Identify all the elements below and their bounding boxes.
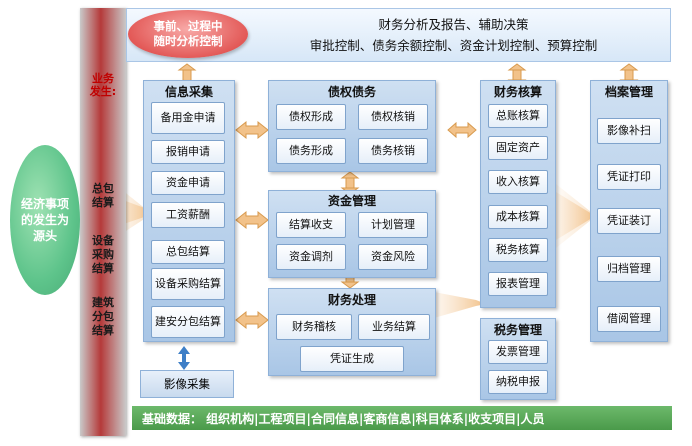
image-capture-box[interactable]: 影像采集 <box>140 370 234 398</box>
accounting-title: 财务核算 <box>493 84 542 99</box>
archive-filing[interactable]: 归档管理 <box>597 256 661 282</box>
fund-management-title: 资金管理 <box>327 193 376 208</box>
info-item-equipment-purchase[interactable]: 设备采购结算 <box>151 268 225 300</box>
plan-management[interactable]: 计划管理 <box>358 212 428 238</box>
top-box-line1: 财务分析及报告、辅助决策 <box>378 17 529 32</box>
basic-data-bar: 基础数据： 组织机构|工程项目|合同信息|客商信息|科目体系|收支项目|人员 <box>132 406 672 430</box>
cost-accounting[interactable]: 成本核算 <box>488 205 548 229</box>
top-box-line2: 审批控制、债务余额控制、资金计划控制、预算控制 <box>309 38 598 53</box>
borrow-management[interactable]: 借阅管理 <box>597 306 661 332</box>
debt-formation[interactable]: 债务形成 <box>276 138 346 164</box>
info-item-general-contract[interactable]: 总包结算 <box>151 240 225 264</box>
settlement-income-expense[interactable]: 结算收支 <box>276 212 346 238</box>
construction-subcontract-label: 建筑 分包 结算 <box>92 296 114 337</box>
source-oval-text: 经济事项的发生为源头 <box>20 197 69 243</box>
business-settlement[interactable]: 业务结算 <box>358 314 430 340</box>
claims-debts-title: 债权债务 <box>327 84 376 99</box>
general-ledger[interactable]: 总账核算 <box>488 104 548 128</box>
report-management[interactable]: 报表管理 <box>488 272 548 296</box>
voucher-generation[interactable]: 凭证生成 <box>300 346 404 372</box>
info-item-reimbursement[interactable]: 报销申请 <box>151 140 225 164</box>
tax-accounting[interactable]: 税务核算 <box>488 238 548 262</box>
archive-management-title: 档案管理 <box>604 84 653 99</box>
general-contract-label: 总包 结算 <box>92 182 114 209</box>
imaging-arrow <box>178 346 190 370</box>
processing-fan-arrow <box>434 292 486 318</box>
source-oval: 经济事项的发生为源头 <box>10 145 80 295</box>
tax-filing[interactable]: 纳税申报 <box>488 370 548 394</box>
voucher-binding[interactable]: 凭证装订 <box>597 208 661 234</box>
accounting-fan-arrow-2 <box>556 184 596 248</box>
tax-management-title: 税务管理 <box>493 322 542 337</box>
image-rescan[interactable]: 影像补扫 <box>597 118 661 144</box>
financial-audit[interactable]: 财务稽核 <box>276 314 352 340</box>
left-process-strip <box>80 8 126 436</box>
debt-writeoff[interactable]: 债务核销 <box>358 138 428 164</box>
fixed-assets[interactable]: 固定资产 <box>488 136 548 160</box>
revenue-accounting[interactable]: 收入核算 <box>488 170 548 194</box>
fund-adjustment[interactable]: 资金调剂 <box>276 244 346 270</box>
control-oval: 事前、过程中 随时分析控制 <box>128 10 248 58</box>
info-item-petty-cash[interactable]: 备用金申请 <box>151 102 225 134</box>
info-item-payroll[interactable]: 工资薪酬 <box>151 202 225 228</box>
fund-risk[interactable]: 资金风险 <box>358 244 428 270</box>
invoice-management[interactable]: 发票管理 <box>488 340 548 364</box>
finance-processing-title: 财务处理 <box>327 292 376 307</box>
info-collection-title: 信息采集 <box>164 84 213 99</box>
business-occurrence-label: 业务 发生: <box>89 72 117 98</box>
voucher-print[interactable]: 凭证打印 <box>597 164 661 190</box>
equipment-purchase-label: 设备 采购 结算 <box>92 234 114 275</box>
info-item-construction-subcontract[interactable]: 建安分包结算 <box>151 306 225 338</box>
claim-formation[interactable]: 债权形成 <box>276 104 346 130</box>
claim-writeoff[interactable]: 债权核销 <box>358 104 428 130</box>
info-item-fund-request[interactable]: 资金申请 <box>151 171 225 195</box>
